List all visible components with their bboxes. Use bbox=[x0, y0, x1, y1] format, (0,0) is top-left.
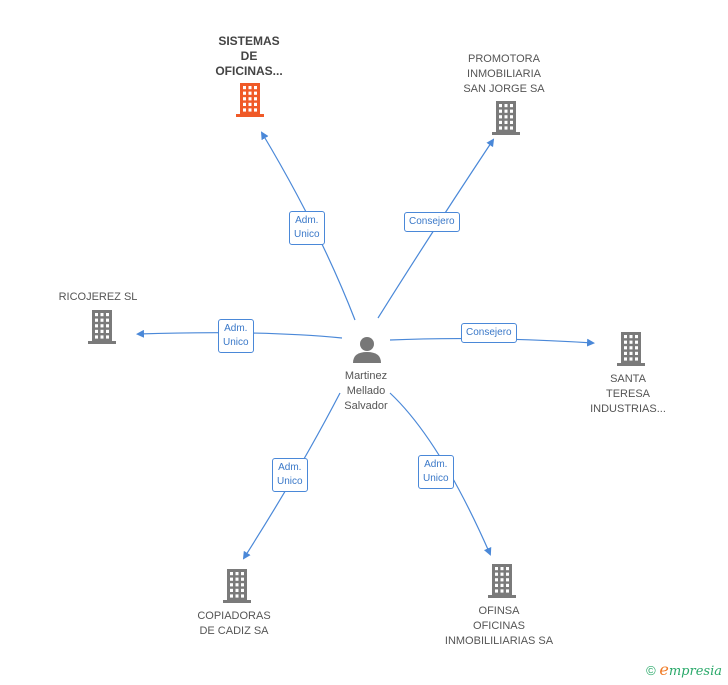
building-icon-santa[interactable] bbox=[617, 332, 645, 366]
building-icon-ofinsa[interactable] bbox=[488, 564, 516, 598]
building-icon-ricojerez[interactable] bbox=[88, 310, 116, 344]
company-label-ricojerez[interactable]: RICOJEREZ SL bbox=[58, 291, 138, 303]
edge-label-ofinsa[interactable]: Adm. Unico bbox=[418, 455, 454, 489]
company-label-promotora[interactable]: PROMOTORA INMOBILIARIA SAN JORGE SA bbox=[463, 53, 545, 95]
company-label-santa[interactable]: SANTA TERESA INDUSTRIAS... bbox=[590, 373, 666, 415]
copyright-mark: © bbox=[646, 663, 656, 678]
building-icon-promotora[interactable] bbox=[492, 101, 520, 135]
brand-e: e bbox=[659, 660, 669, 679]
building-icon-copiadoras[interactable] bbox=[223, 569, 251, 603]
company-label-copiadoras[interactable]: COPIADORAS DE CADIZ SA bbox=[197, 610, 271, 637]
center-person-label[interactable]: Martinez Mellado Salvador bbox=[344, 370, 388, 412]
edge-label-promotora[interactable]: Consejero bbox=[404, 212, 460, 232]
edge-label-sistemas[interactable]: Adm. Unico bbox=[289, 211, 325, 245]
empresia-brand[interactable]: © empresia bbox=[646, 660, 722, 679]
company-label-ofinsa[interactable]: OFINSA OFICINAS INMOBILILIARIAS SA bbox=[444, 605, 554, 647]
building-icon-sistemas[interactable] bbox=[236, 83, 264, 117]
edge-label-copiadoras[interactable]: Adm. Unico bbox=[272, 458, 308, 492]
edge-label-santa[interactable]: Consejero bbox=[461, 323, 517, 343]
company-label-sistemas[interactable]: SISTEMAS DE OFICINAS... bbox=[215, 34, 283, 78]
brand-rest: mpresia bbox=[668, 664, 722, 679]
edge-label-ricojerez[interactable]: Adm. Unico bbox=[218, 319, 254, 353]
person-icon bbox=[353, 337, 381, 363]
